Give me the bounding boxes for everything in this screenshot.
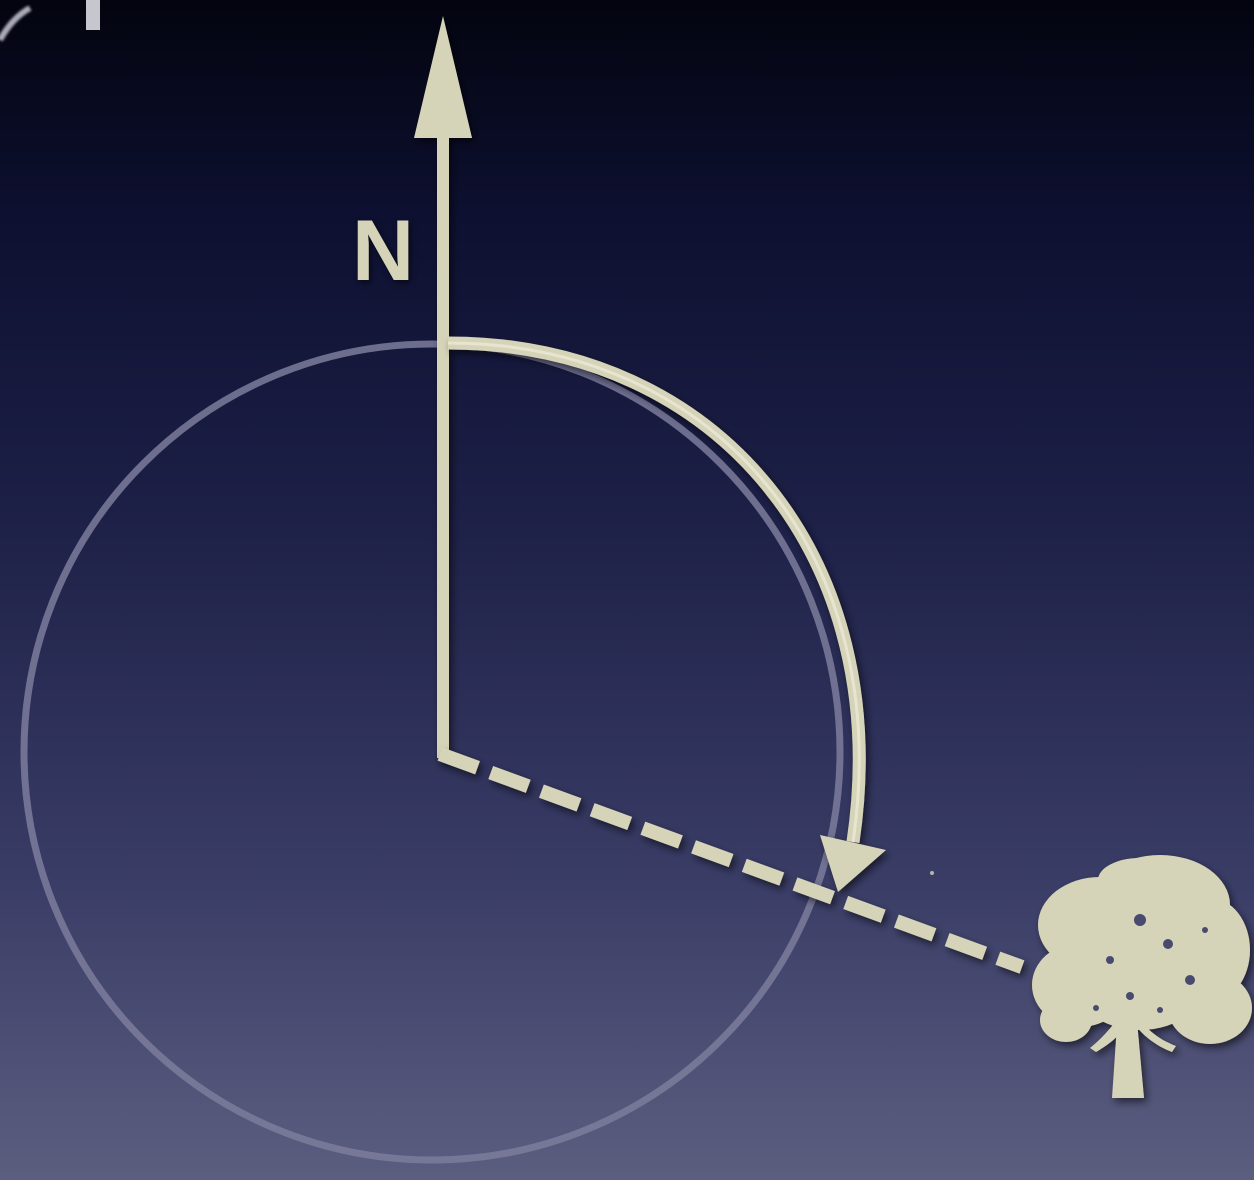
bearing-arrowhead (820, 835, 886, 892)
reference-circle (24, 344, 840, 1160)
bearing-line (440, 754, 1022, 967)
north-arrow (414, 16, 472, 758)
stray-dot (930, 871, 934, 875)
corner-artifact (0, 0, 100, 40)
tree-icon (1032, 855, 1252, 1098)
north-label: N (352, 208, 414, 294)
